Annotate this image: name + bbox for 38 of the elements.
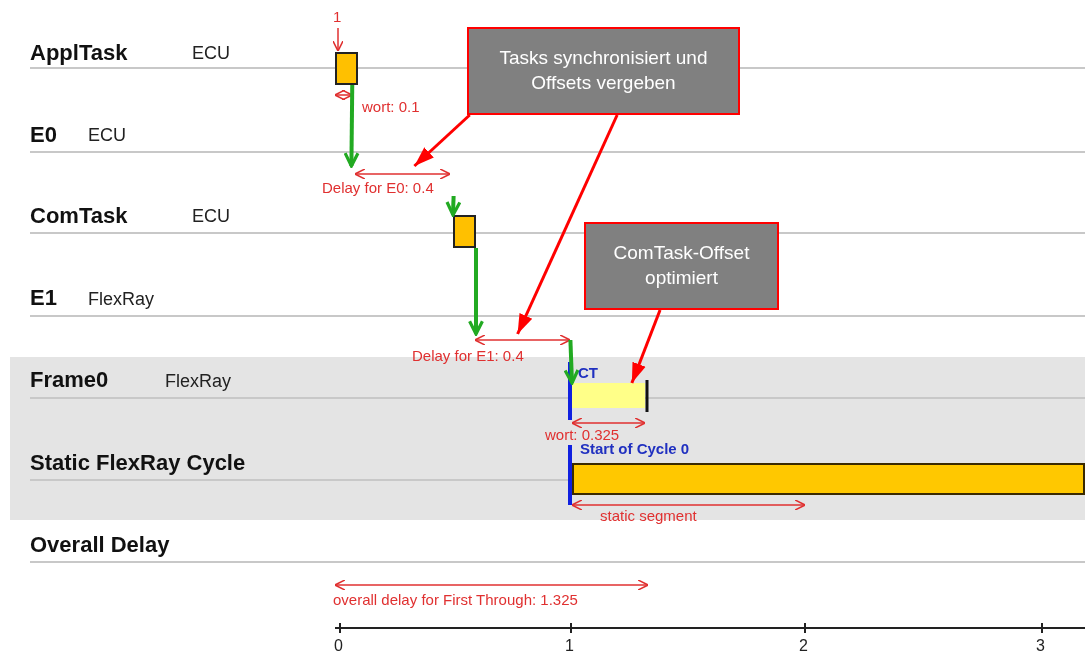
row-label: Frame0 [30,367,109,393]
static-segment-bar [572,463,1085,495]
bar-label: Start of Cycle 0 [580,440,690,457]
measure-label: static segment [600,507,697,524]
callout-box: ComTask-Offset optimiert [584,222,779,310]
signal-arrow [445,195,462,217]
row-label: ComTask [30,203,128,229]
signal-arrow [563,339,580,385]
resource-label: ECU [192,43,230,64]
resource-label: ECU [88,125,126,146]
marker-label: CT [578,364,598,381]
tick-label: 1 [565,637,574,655]
leader-line [413,113,471,168]
signal-arrow [468,248,484,336]
measure-label: overall delay for First Through: 1.325 [333,591,578,608]
bar-label: wort: 0.1 [362,98,420,115]
task-execution-bar [453,215,476,248]
row-label: E1 [30,285,57,311]
delay-label: Delay for E0: 0.4 [322,166,462,196]
tick-label: 2 [799,637,808,655]
row-label: Static FlexRay Cycle [30,450,246,476]
measure-label: 1 [333,8,342,25]
resource-label: ECU [192,206,230,227]
callout-box: Tasks synchronisiert und Offsets vergeben [467,27,740,115]
leader-line [516,114,619,335]
leader-line [630,309,662,384]
resource-label: FlexRay [165,371,231,392]
delay-label: Delay for E1: 0.4 [412,334,572,364]
resource-label: FlexRay [88,289,154,310]
signal-arrow [343,84,360,168]
task-execution-bar [335,52,358,85]
row-label: ApplTask [30,40,128,66]
tick-label: 3 [1036,637,1045,655]
row-label: E0 [30,122,57,148]
frame-bar [572,383,645,408]
measure-label: wort: 0.325 [545,426,620,443]
row-label: Overall Delay [30,532,170,558]
tick-label: 0 [334,637,343,655]
